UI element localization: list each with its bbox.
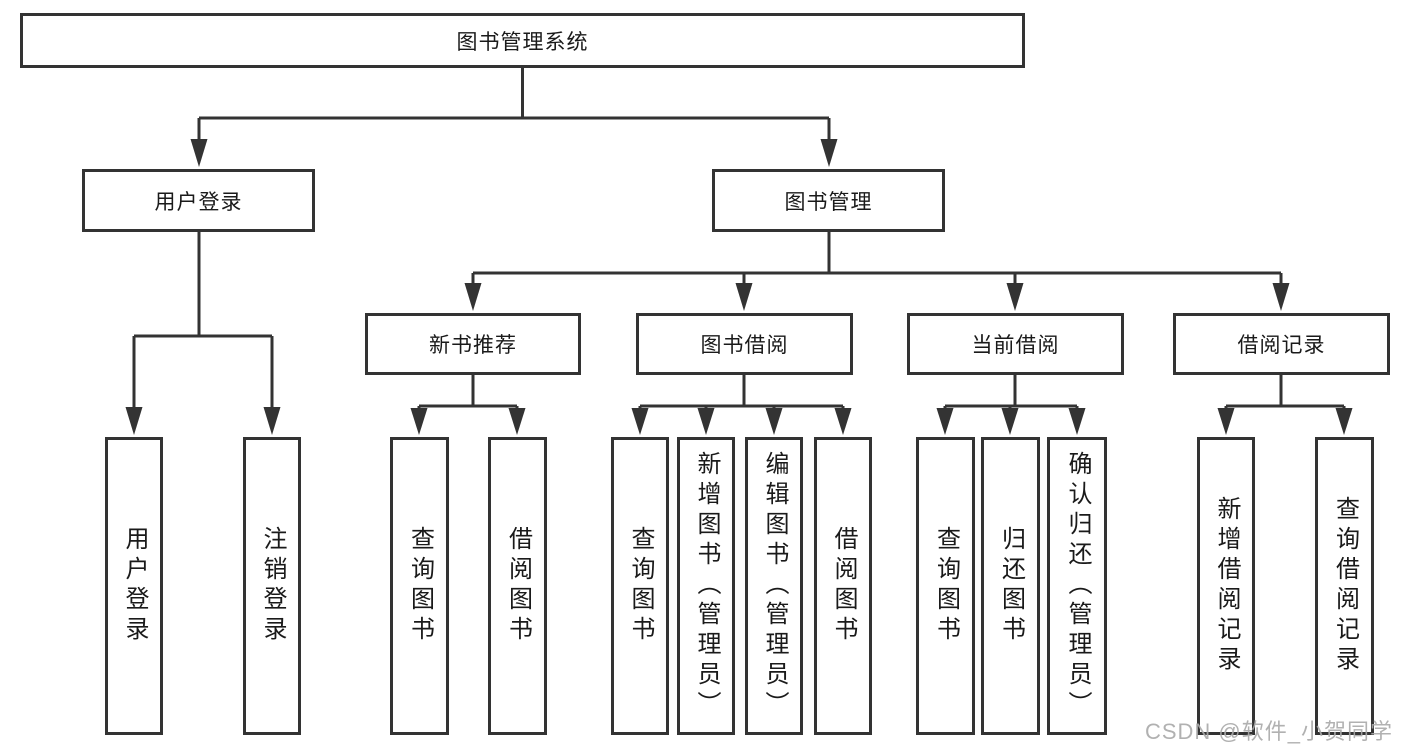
edge-current-children	[936, 375, 1086, 435]
edge-new-book-children	[410, 375, 526, 435]
node-newbook-borrow-leaf: 借阅图书	[488, 437, 547, 735]
node-root-label: 图书管理系统	[456, 30, 589, 54]
node-records-query-label: 查询借阅记录	[1331, 496, 1359, 676]
edge-records-children	[1217, 375, 1353, 435]
node-borrowing-borrow-leaf: 借阅图书	[814, 437, 872, 735]
node-new-book-label: 新书推荐	[429, 334, 517, 357]
node-logout-leaf: 注销登录	[243, 437, 301, 735]
node-current-borrow: 当前借阅	[907, 313, 1124, 375]
node-borrow-records-label: 借阅记录	[1237, 334, 1326, 357]
node-borrowing-borrow-label: 借阅图书	[830, 526, 857, 646]
node-user-login: 用户登录	[82, 169, 315, 232]
node-current-query-label: 查询图书	[932, 526, 960, 646]
node-borrowing-label: 图书借阅	[700, 334, 789, 357]
node-newbook-query-label: 查询图书	[406, 526, 434, 646]
node-borrowing-add-leaf: 新增图书（管理员）	[677, 437, 735, 735]
edge-book-mgmt-to-level3	[464, 232, 1290, 311]
edge-root-to-level2	[190, 68, 838, 167]
node-borrowing-edit-label: 编辑图书（管理员）	[761, 451, 788, 721]
node-current-confirm-label: 确认归还（管理员）	[1064, 451, 1091, 721]
node-user-login-leaf: 用户登录	[105, 437, 163, 735]
node-newbook-borrow-label: 借阅图书	[504, 526, 532, 646]
node-current-query-leaf: 查询图书	[916, 437, 975, 735]
node-root: 图书管理系统	[20, 13, 1025, 68]
node-borrowing-query-label: 查询图书	[627, 526, 654, 646]
node-borrowing: 图书借阅	[636, 313, 853, 375]
watermark: CSDN @软件_小贺同学	[1144, 719, 1393, 744]
node-new-book: 新书推荐	[365, 313, 581, 375]
node-book-mgmt: 图书管理	[712, 169, 945, 232]
node-current-return-leaf: 归还图书	[981, 437, 1040, 735]
node-user-login-label: 用户登录	[154, 190, 243, 214]
node-borrowing-edit-leaf: 编辑图书（管理员）	[745, 437, 803, 735]
node-borrow-records: 借阅记录	[1173, 313, 1390, 375]
edge-user-login-children	[125, 232, 281, 435]
node-borrowing-add-label: 新增图书（管理员）	[693, 451, 720, 721]
node-user-login-leaf-label: 用户登录	[121, 526, 148, 646]
node-records-add-leaf: 新增借阅记录	[1197, 437, 1255, 735]
node-borrowing-query-leaf: 查询图书	[611, 437, 669, 735]
node-records-add-label: 新增借阅记录	[1213, 496, 1240, 676]
node-current-borrow-label: 当前借阅	[971, 334, 1060, 357]
node-newbook-query-leaf: 查询图书	[390, 437, 449, 735]
node-records-query-leaf: 查询借阅记录	[1315, 437, 1374, 735]
node-book-mgmt-label: 图书管理	[784, 190, 873, 214]
node-current-confirm-leaf: 确认归还（管理员）	[1047, 437, 1107, 735]
node-logout-leaf-label: 注销登录	[259, 526, 286, 646]
node-current-return-label: 归还图书	[997, 526, 1025, 646]
edge-borrowing-children	[631, 375, 852, 435]
